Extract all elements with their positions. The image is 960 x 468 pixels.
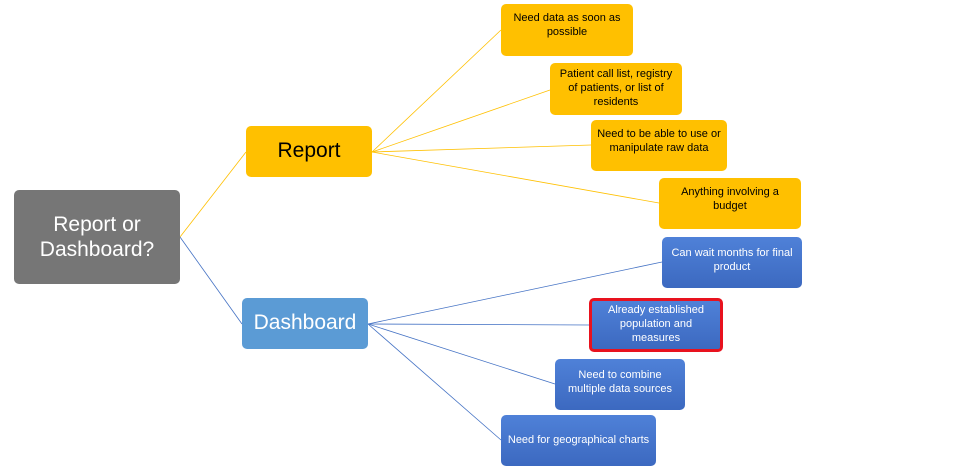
connector-report-3 [371, 144, 592, 153]
dashboard-leaf-3: Need to combine multiple data sources [555, 359, 685, 410]
dashboard-leaf-3-label: Need to combine multiple data sources [568, 369, 672, 395]
dashboard-leaf-1: Can wait months for final product [662, 237, 802, 288]
report-leaf-1: Need data as soon as possible [501, 4, 633, 56]
connector-root-dashboard [179, 236, 243, 325]
connector-dashboard-2 [367, 323, 590, 326]
report-leaf-3-label: Need to be able to use or manipulate raw… [597, 128, 721, 154]
root-node-label: Report or Dashboard? [39, 212, 155, 261]
report-node: Report [246, 126, 372, 177]
connector-dashboard-3 [367, 323, 556, 385]
connector-report-2 [371, 89, 551, 153]
report-leaf-3: Need to be able to use or manipulate raw… [591, 120, 727, 171]
connector-report-1 [371, 29, 502, 153]
report-node-label: Report [277, 139, 341, 163]
dashboard-node: Dashboard [242, 298, 368, 349]
connector-dashboard-4 [367, 323, 502, 441]
connector-report-4 [371, 151, 660, 204]
connector-dashboard-1 [367, 261, 663, 325]
dashboard-leaf-1-label: Can wait months for final product [671, 247, 793, 273]
report-leaf-2: Patient call list, registry of patients,… [550, 63, 682, 115]
connector-root-report [179, 151, 247, 238]
dashboard-leaf-4: Need for geographical charts [501, 415, 656, 466]
report-leaf-2-label: Patient call list, registry of patients,… [559, 68, 673, 108]
dashboard-leaf-4-label: Need for geographical charts [507, 433, 650, 446]
report-leaf-4: Anything involving a budget [659, 178, 801, 229]
root-node: Report or Dashboard? [14, 190, 180, 284]
dashboard-leaf-2-label: Already established population and measu… [607, 304, 704, 344]
dashboard-leaf-2-highlighted: Already established population and measu… [589, 298, 723, 352]
dashboard-node-label: Dashboard [253, 311, 357, 335]
report-leaf-4-label: Anything involving a budget [681, 186, 779, 212]
report-leaf-1-label: Need data as soon as possible [513, 12, 621, 38]
